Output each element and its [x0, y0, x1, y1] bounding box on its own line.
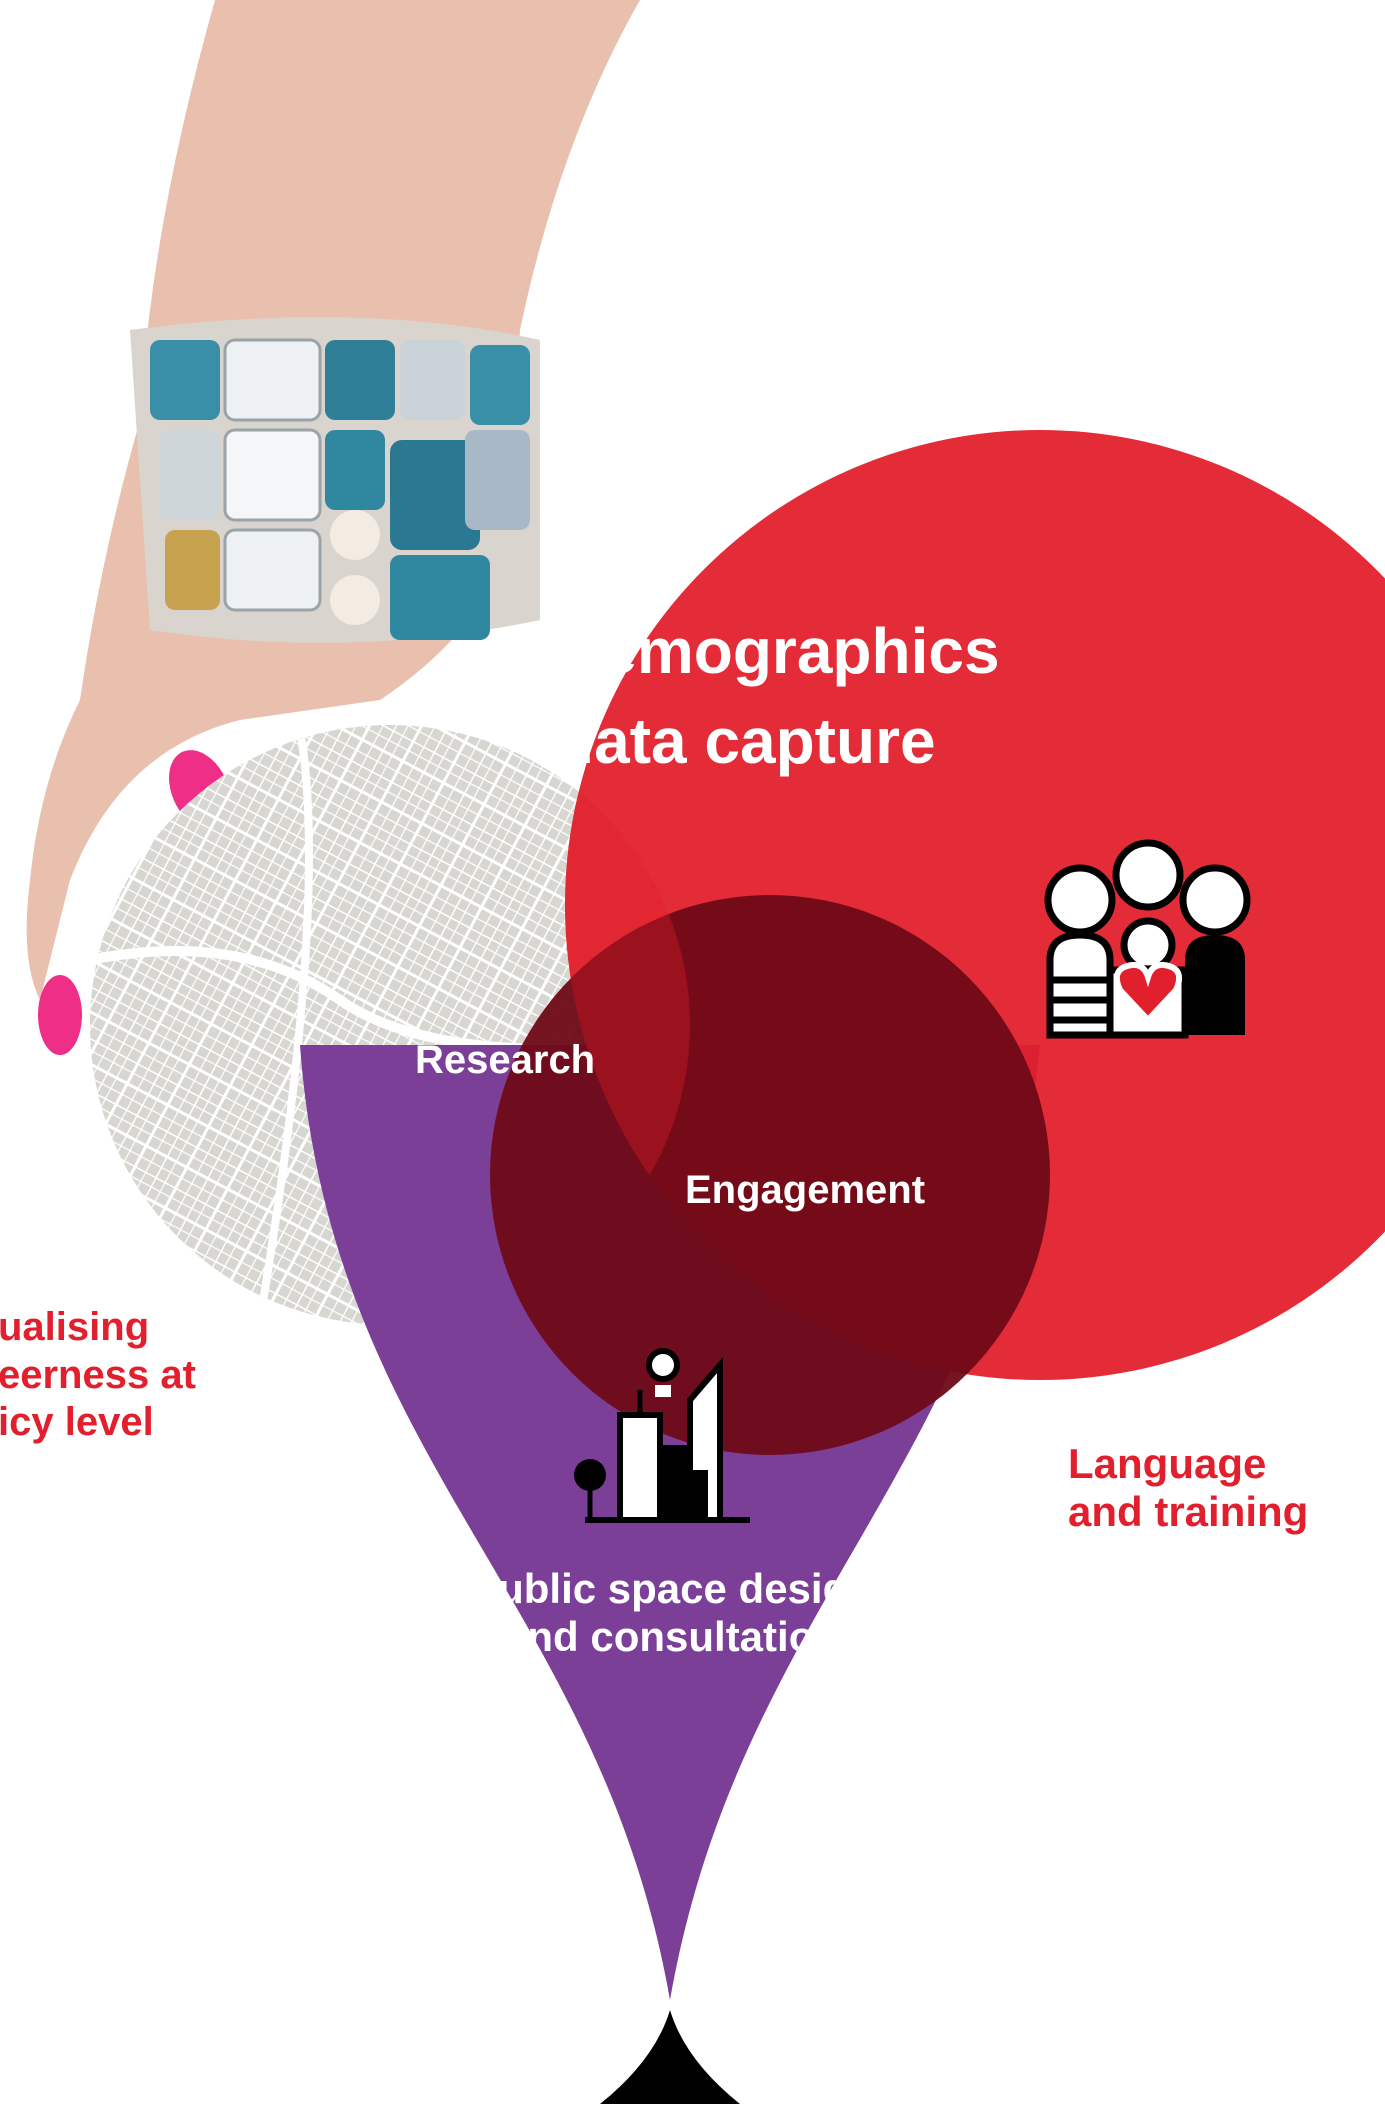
people-heart-icon [1044, 839, 1251, 1039]
bracelet-gems [150, 338, 530, 640]
left-label-line3: icy level [0, 1400, 154, 1444]
city-buildings-icon [574, 1348, 750, 1523]
engagement-circle [490, 895, 1050, 1455]
hands-with-bracelet-image [26, 0, 640, 1055]
public-space-label-line2: and consultation [504, 1613, 840, 1660]
left-label-line2: eerness at [0, 1353, 196, 1397]
bottom-black-shape [600, 2010, 740, 2104]
right-label-line2: and training [1068, 1488, 1308, 1535]
demographics-title-line2: data capture [555, 705, 936, 777]
engagement-label: Engagement [685, 1168, 925, 1212]
public-space-label-line1: Public space design [470, 1565, 874, 1612]
right-label-line1: Language [1068, 1440, 1266, 1487]
demographics-title-line1: Demographics [555, 615, 1000, 687]
left-label-line1: ualising [0, 1305, 149, 1349]
research-label: Research [415, 1038, 595, 1082]
